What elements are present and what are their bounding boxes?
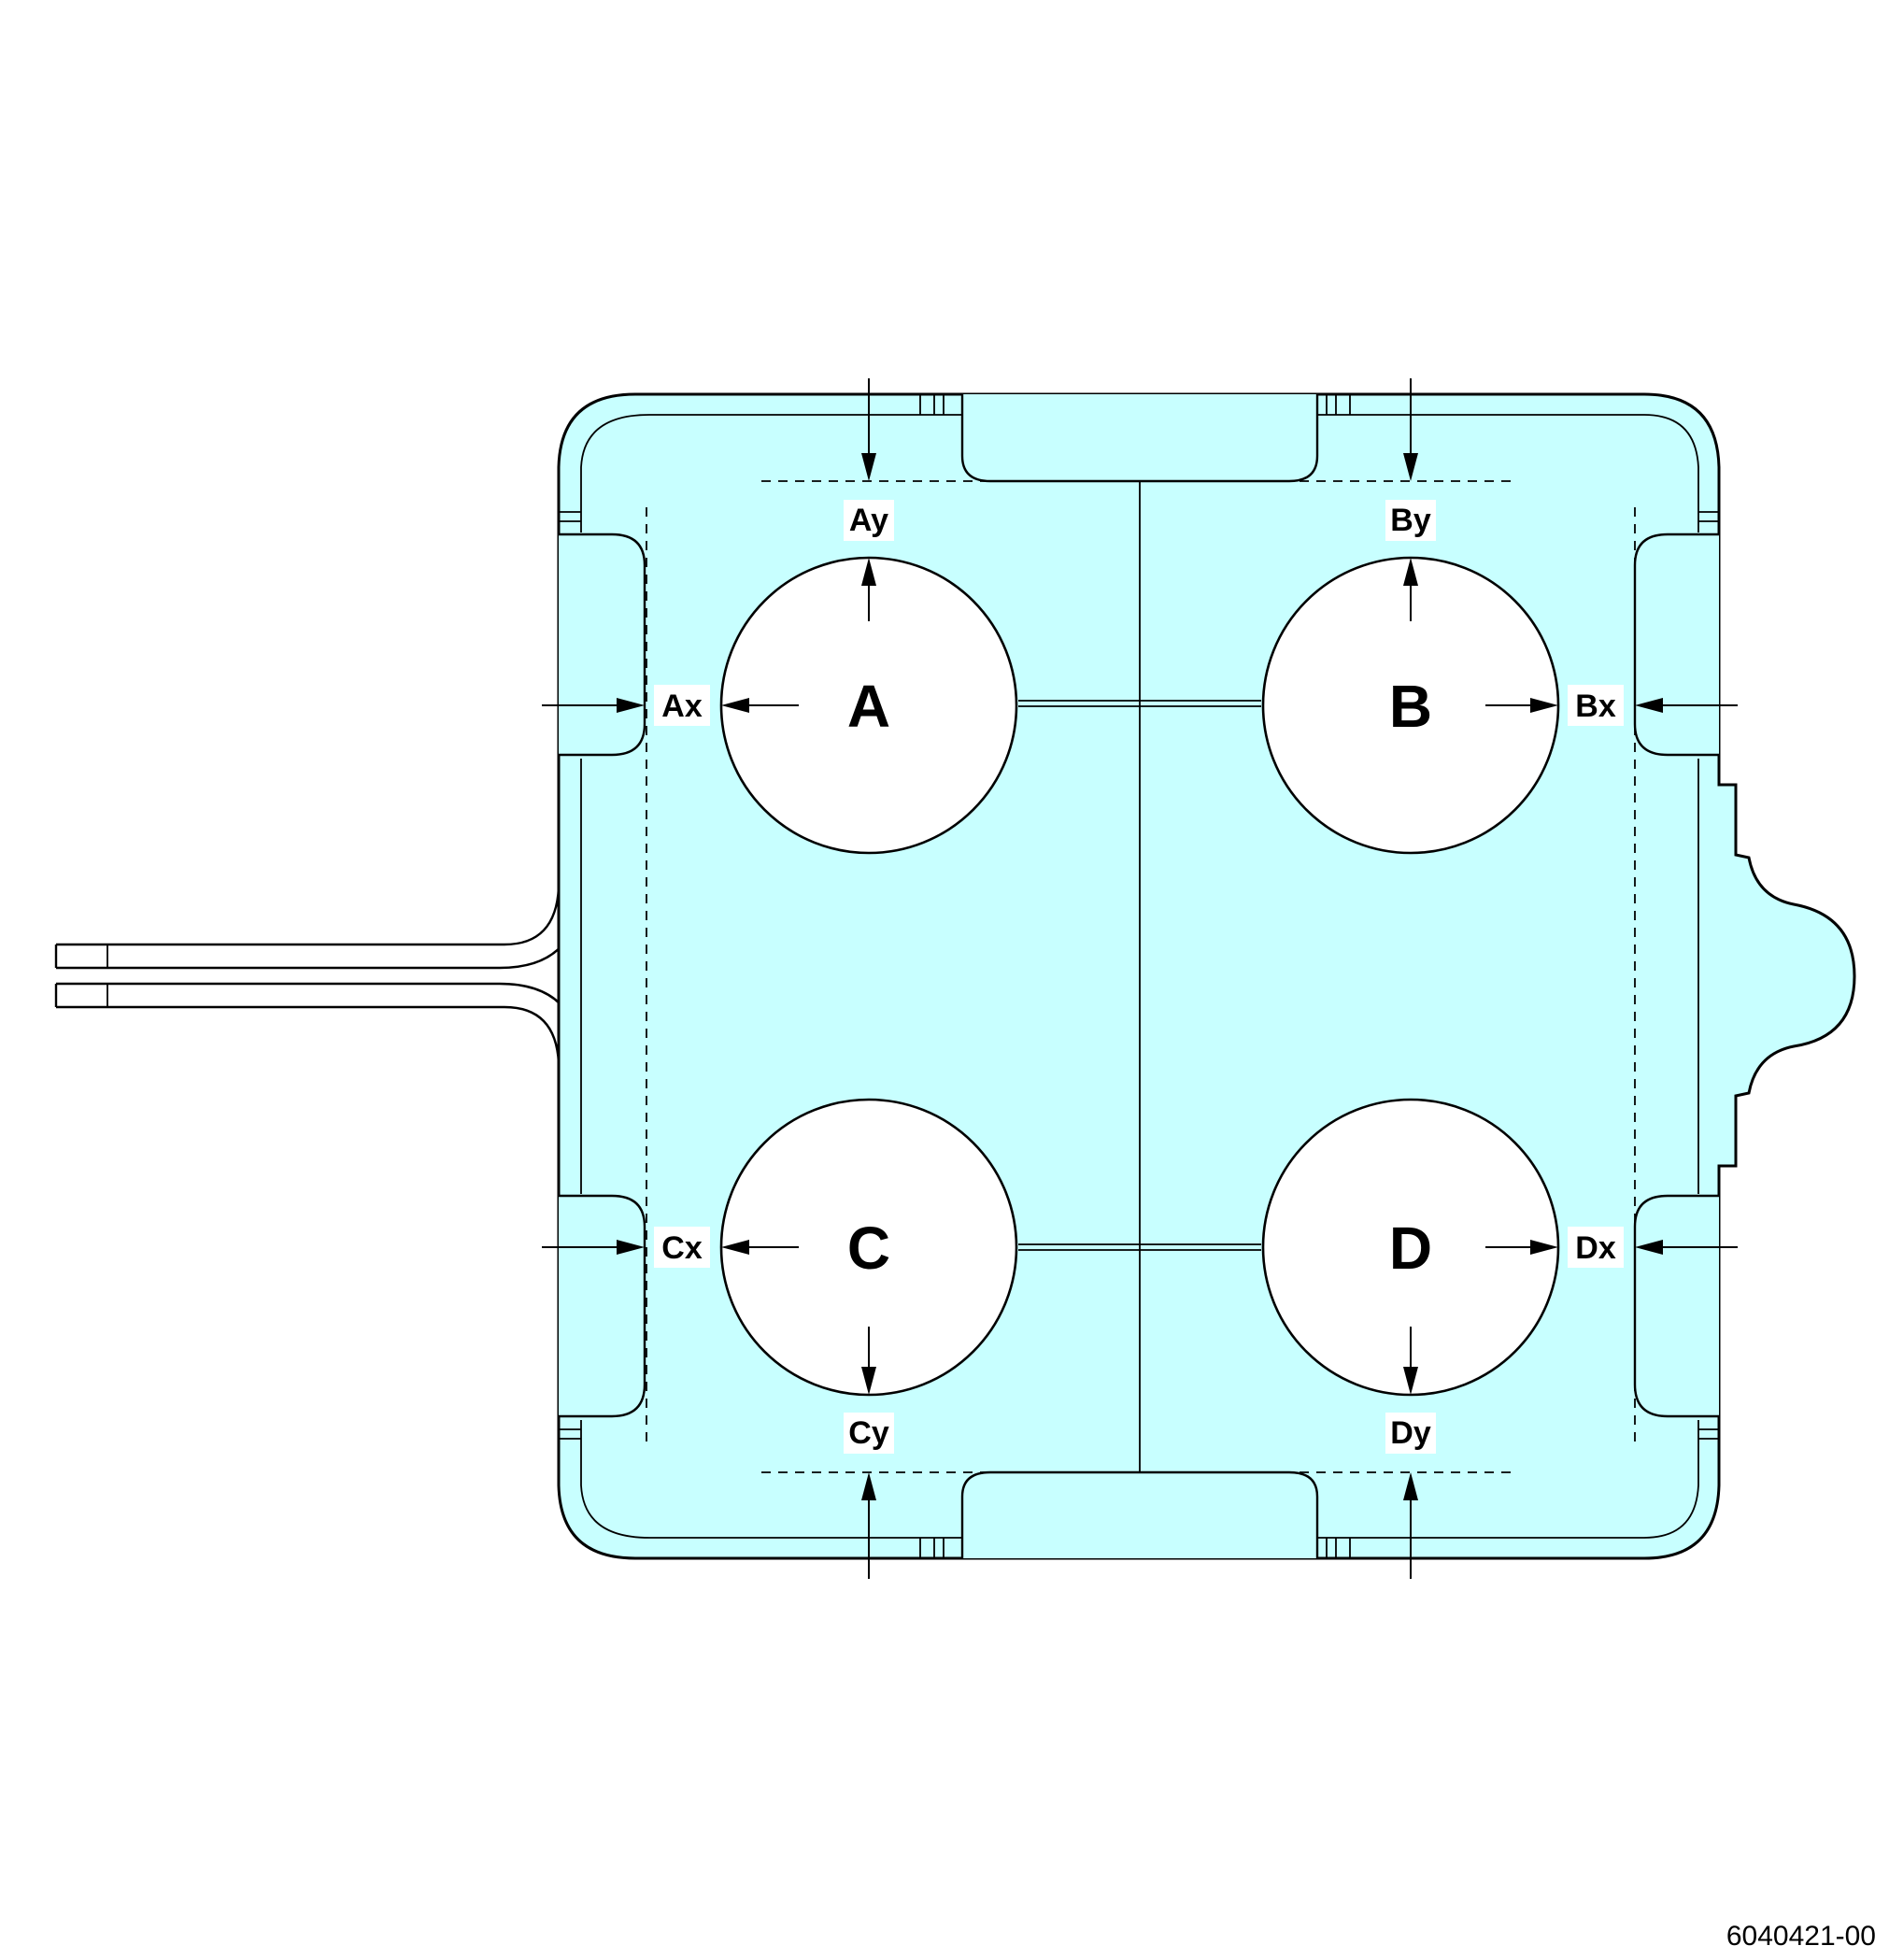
led-label-c: C [847,1214,890,1282]
led-label-b: B [1389,673,1432,740]
dim-label-dx: Dx [1575,1230,1616,1266]
dim-label-ax: Ax [661,689,703,724]
dimension-labels: Ay By Cy Dy Ax Cx Bx Dx [654,500,1624,1454]
led-holes [719,556,1560,1397]
dim-label-cx: Cx [661,1230,703,1266]
dim-label-dy: Dy [1390,1415,1431,1451]
drawing-reference-number: 6040421-00 [1726,1921,1876,1952]
dim-label-cy: Cy [848,1415,889,1451]
led-label-d: D [1389,1214,1432,1282]
dim-label-ay: Ay [849,503,888,538]
dim-label-bx: Bx [1575,689,1616,724]
led-label-a: A [847,673,890,740]
dim-label-by: By [1390,503,1431,538]
wire-leads [54,759,583,1179]
dimension-arrows [542,378,1738,1579]
